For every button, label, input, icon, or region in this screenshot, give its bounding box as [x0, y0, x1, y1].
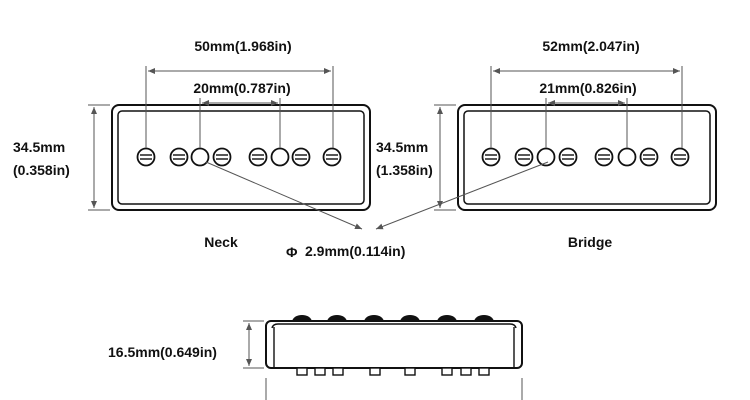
- side-bottom-tabs: [296, 367, 490, 376]
- neck-pole-2: [169, 147, 189, 167]
- neck-outer-width-dimension: [145, 66, 334, 148]
- bridge-pole-5: [594, 147, 614, 167]
- bridge-height-mm-label: 34.5mm: [376, 139, 428, 155]
- neck-pole-1: [136, 147, 156, 167]
- neck-pole-7: [291, 147, 311, 167]
- side-height-dimension: [243, 320, 523, 400]
- neck-outer-width-label: 50mm(1.968in): [194, 38, 291, 54]
- neck-height-dimension: [88, 104, 110, 211]
- neck-height-in-label: (0.358in): [13, 162, 70, 178]
- bridge-pole-8: [670, 147, 690, 167]
- neck-label: Neck: [204, 234, 238, 250]
- bridge-pole-1: [481, 147, 501, 167]
- side-height-label: 16.5mm(0.649in): [108, 344, 217, 360]
- bridge-height-dimension: [434, 104, 456, 211]
- neck-inner-width-label: 20mm(0.787in): [193, 80, 290, 96]
- side-view-pickup: 16.5mm(0.649in): [108, 315, 523, 400]
- neck-cover-inner: [117, 110, 365, 205]
- bridge-outer-width-label: 52mm(2.047in): [542, 38, 639, 54]
- bridge-label: Bridge: [568, 234, 613, 250]
- neck-pole-5: [248, 147, 268, 167]
- diameter-symbol: Φ: [286, 244, 298, 260]
- neck-pole-6: [270, 147, 290, 167]
- bridge-pole-7: [639, 147, 659, 167]
- neck-pole-8: [322, 147, 342, 167]
- neck-height-mm-label: 34.5mm: [13, 139, 65, 155]
- neck-inner-width-dimension: [199, 98, 281, 148]
- neck-pole-3: [190, 147, 210, 167]
- bridge-inner-width-label: 21mm(0.826in): [539, 80, 636, 96]
- bridge-pole-2: [514, 147, 534, 167]
- bridge-pole-6: [617, 147, 637, 167]
- neck-pickup: 50mm(1.968in) 20mm(0.787in) 34.5mm (0.35…: [13, 38, 371, 250]
- bridge-pole-4: [558, 147, 578, 167]
- bridge-inner-width-dimension: [545, 98, 628, 148]
- bridge-height-in-label: (1.358in): [376, 162, 433, 178]
- bridge-outer-width-dimension: [490, 66, 683, 148]
- side-cover-outer: [265, 320, 523, 369]
- pole-diameter-label: 2.9mm(0.114in): [305, 243, 405, 259]
- bridge-pickup: 52mm(2.047in) 21mm(0.826in) 34.5mm (1.35…: [376, 38, 717, 250]
- pole-diameter-leaders: [205, 161, 549, 230]
- side-cover-top-edge: [271, 323, 517, 329]
- bridge-cover-inner: [463, 110, 711, 205]
- neck-pole-4: [212, 147, 232, 167]
